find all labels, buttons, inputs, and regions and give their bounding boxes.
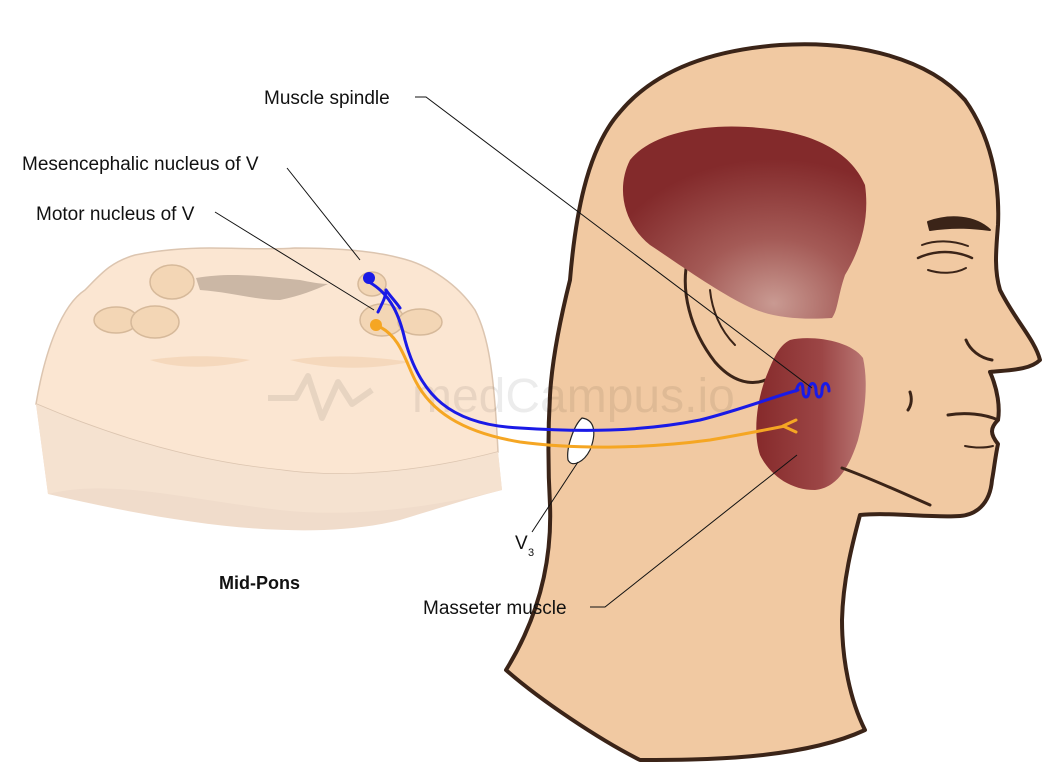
label-motor-nucleus: Motor nucleus of V <box>36 204 195 225</box>
label-mid-pons: Mid-Pons <box>219 573 300 593</box>
cerebellar-peduncle-left <box>150 265 194 299</box>
label-v3-subscript: 3 <box>528 547 534 559</box>
mesencephalic-neuron-body <box>363 272 375 284</box>
label-muscle-spindle: Muscle spindle <box>264 88 390 109</box>
motor-nucleus-structure <box>360 304 404 336</box>
label-masseter-muscle: Masseter muscle <box>423 598 567 619</box>
label-mesencephalic-nucleus: Mesencephalic nucleus of V <box>22 154 259 175</box>
label-v3: V <box>515 533 528 554</box>
pons-structure-right-b <box>398 309 442 335</box>
motor-neuron-body <box>370 319 382 331</box>
pons-structure-left-b <box>131 306 179 338</box>
leader-mesencephalic-nucleus <box>287 168 360 260</box>
